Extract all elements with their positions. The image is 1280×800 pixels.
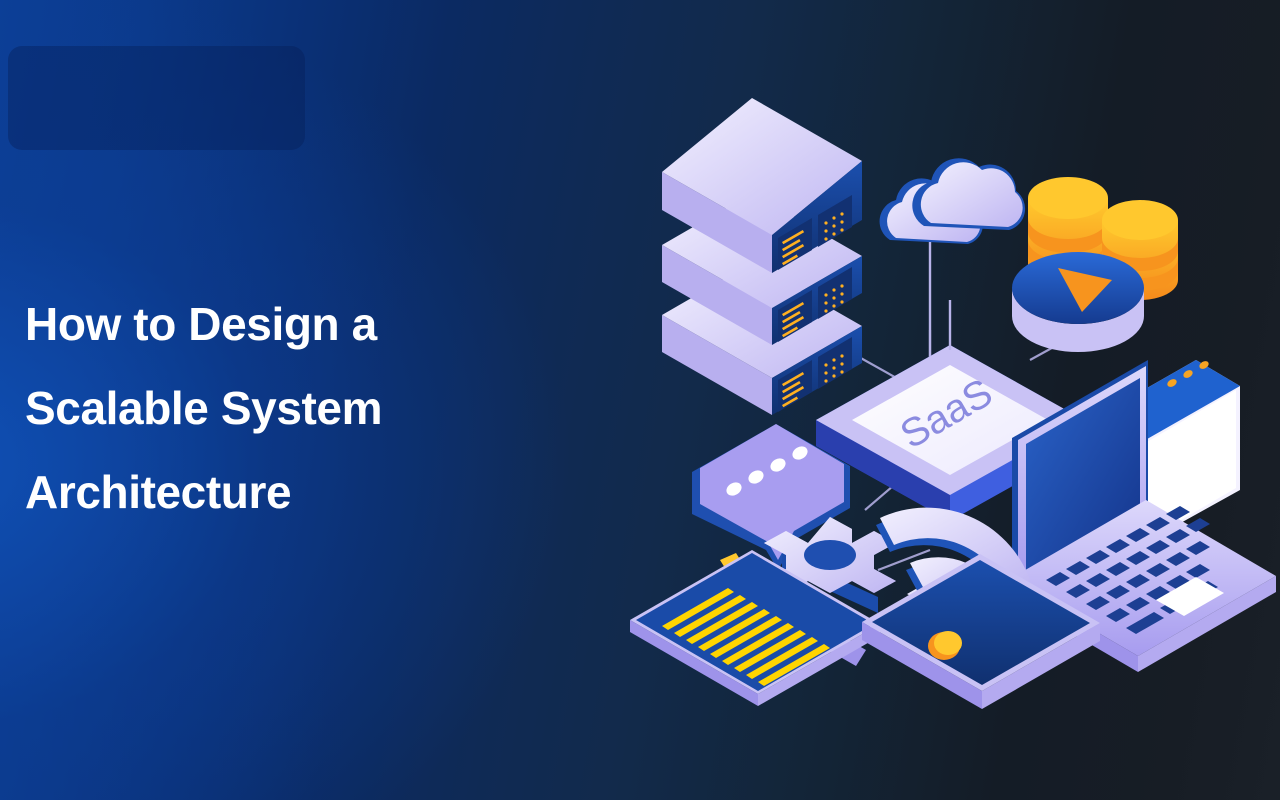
logo-placeholder-plate — [8, 46, 305, 150]
headline-line-2: Scalable System — [25, 382, 383, 434]
server-rack — [662, 98, 862, 415]
chat-bubble — [692, 424, 850, 570]
cloud-icon — [879, 158, 1026, 360]
hero-illustration: SaaS — [600, 60, 1280, 740]
page-title: How to Design a Scalable System Architec… — [25, 282, 525, 534]
headline-line-3: Architecture — [25, 466, 292, 518]
media-play-disc — [1012, 252, 1144, 353]
headline-line-1: How to Design a — [25, 298, 377, 350]
tablet-wifi-icon — [862, 507, 1100, 709]
notepad-icon — [630, 550, 880, 706]
